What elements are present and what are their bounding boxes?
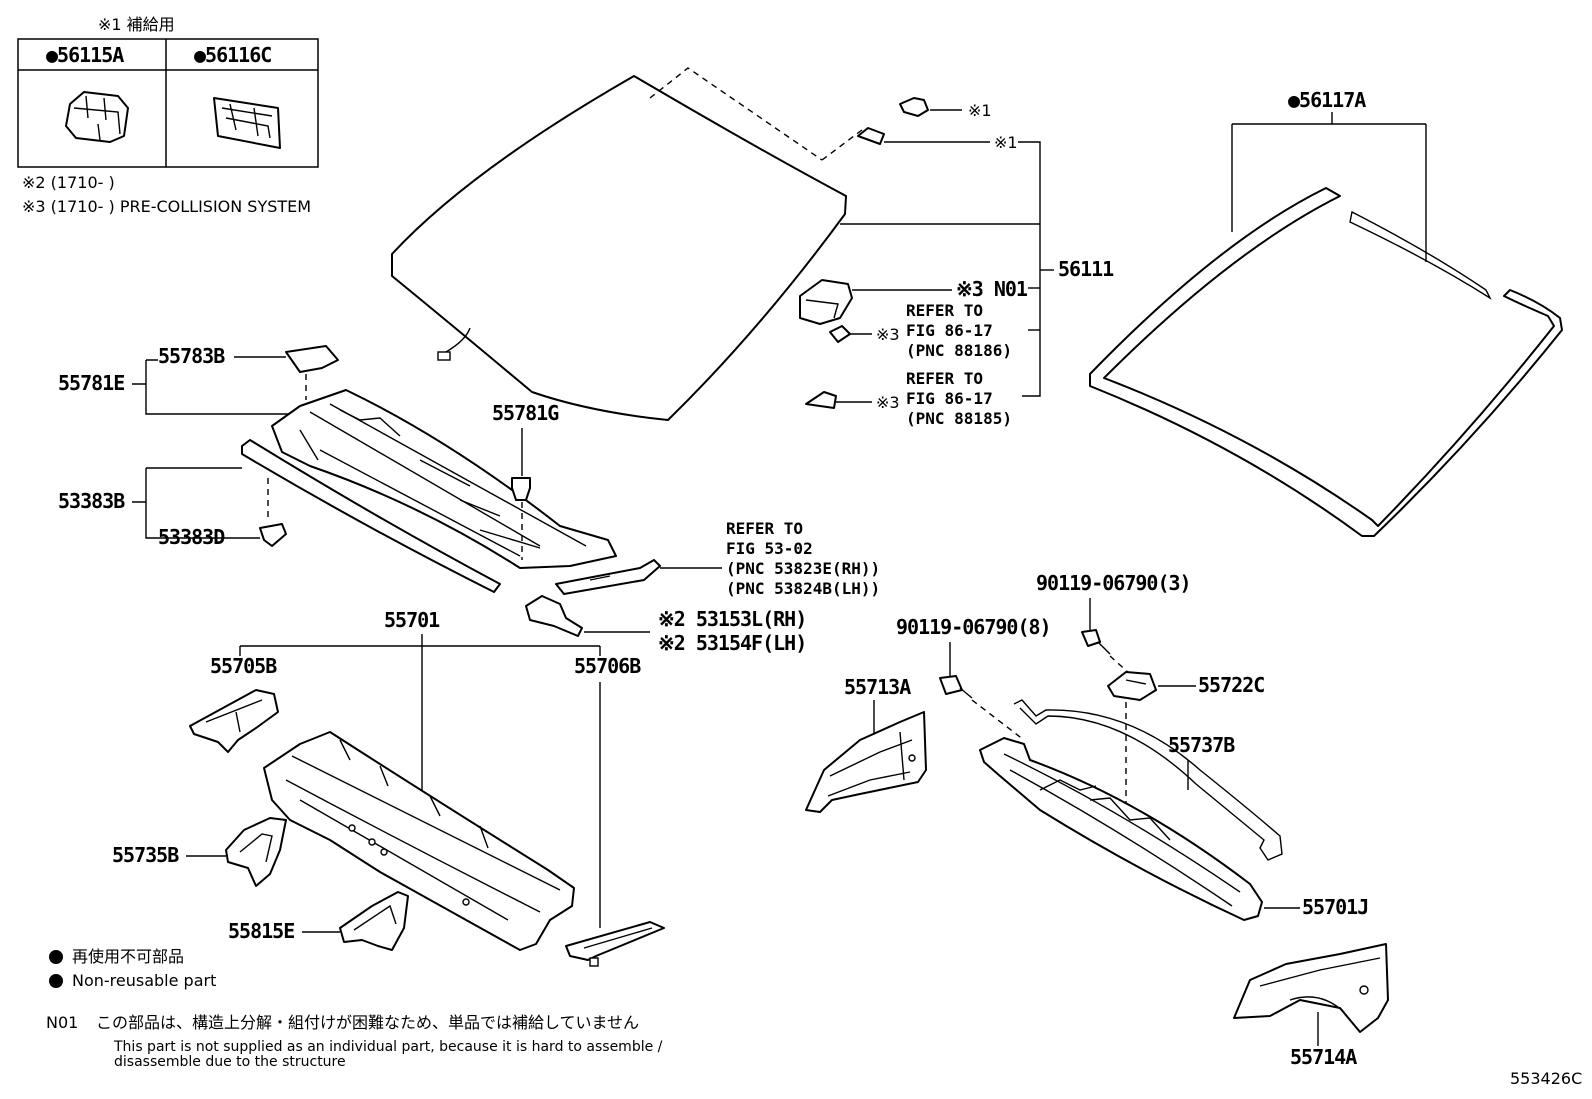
seal-ref-53-02 — [555, 559, 661, 595]
seal-53383B — [241, 439, 501, 593]
legend-en: Non-reusable part — [72, 971, 216, 990]
date-note-2: ※2 (1710- ) — [22, 173, 115, 192]
clip-56116C-illustration — [213, 97, 281, 149]
note-s3-b: ※3 — [876, 393, 900, 412]
cowl-top-ventilator — [271, 389, 617, 569]
date-note-3: ※3 (1710- ) PRE-COLLISION SYSTEM — [22, 197, 311, 216]
seal-55737B — [1013, 699, 1283, 861]
part-55815E-label[interactable]: 55815E — [228, 919, 295, 943]
footnote-en-2: disassemble due to the structure — [114, 1054, 346, 1070]
ref-1-line1: REFER TO — [906, 301, 983, 320]
cowl-side-panel-55701J — [979, 737, 1263, 921]
cover-small — [805, 391, 837, 409]
cowl-cover-55783B — [285, 345, 339, 373]
ref-2-line3: (PNC 88185) — [906, 409, 1012, 428]
part-55737B-label[interactable]: 55737B — [1168, 733, 1236, 757]
cowl-panel-55701 — [263, 731, 575, 951]
part-56117A-label[interactable]: ●56117A — [1288, 88, 1367, 112]
bolt-90119-8 — [939, 675, 973, 699]
reinforcement-55815E — [339, 891, 409, 951]
clip-53383D — [259, 523, 287, 547]
part-55713A-label[interactable]: 55713A — [844, 675, 912, 699]
ref-3-line4: (PNC 53824B(LH)) — [726, 579, 880, 598]
ref-3-line3: (PNC 53823E(RH)) — [726, 559, 880, 578]
part-55735B-label[interactable]: 55735B — [112, 843, 180, 867]
bracket-clip-2 — [857, 127, 885, 145]
legend-dot-2 — [49, 974, 63, 988]
part-53383D-label[interactable]: 53383D — [158, 525, 226, 549]
ref-3-line1: REFER TO — [726, 519, 803, 538]
ref-3-line2: FIG 53-02 — [726, 539, 813, 558]
windshield-glass — [391, 67, 863, 421]
part-55706B-label[interactable]: 55706B — [574, 654, 642, 678]
ref-2-line1: REFER TO — [906, 369, 983, 388]
reinforcement-55735B — [225, 817, 287, 887]
part-55701-label[interactable]: 55701 — [384, 608, 441, 632]
footnote-en-1: This part is not supplied as an individu… — [113, 1039, 663, 1055]
part-56116C-label[interactable]: ●56116C — [194, 43, 272, 67]
part-53383B-label[interactable]: 53383B — [58, 489, 126, 513]
figure-id: 553426C — [1510, 1069, 1582, 1088]
part-N01-label[interactable]: ※3 N01 — [956, 277, 1029, 301]
note-s1-a: ※1 — [968, 101, 992, 120]
bracket-55722C — [1107, 671, 1157, 701]
bracket-55705B — [189, 689, 279, 753]
clip-55781G — [511, 477, 531, 501]
ref-2-line2: FIG 86-17 — [906, 389, 993, 408]
part-56115A-label[interactable]: ●56115A — [46, 43, 125, 67]
part-55714A-label[interactable]: 55714A — [1290, 1045, 1358, 1069]
part-55705B-label[interactable]: 55705B — [210, 654, 278, 678]
part-55783B-label[interactable]: 55783B — [158, 344, 226, 368]
windshield-molding — [1089, 187, 1563, 537]
part-53154F-label[interactable]: ※2 53154F(LH) — [658, 631, 807, 655]
footnote-jp: この部品は、構造上分解・組付けが困難なため、単品では補給していません — [96, 1013, 639, 1032]
part-56111-label[interactable]: 56111 — [1058, 257, 1115, 281]
part-55781E-label[interactable]: 55781E — [58, 371, 125, 395]
bracket-55706B — [565, 921, 665, 967]
sensor-small — [829, 325, 851, 343]
ref-1-line2: FIG 86-17 — [906, 321, 993, 340]
footnote-code: N01 — [46, 1013, 78, 1032]
clip-56115A-illustration — [65, 91, 129, 143]
note-s1-b: ※1 — [994, 133, 1018, 152]
part-55701J-label[interactable]: 55701J — [1302, 895, 1369, 919]
camera-module-n01 — [799, 279, 853, 325]
bracket-clip-1 — [899, 97, 929, 117]
supply-box — [17, 38, 319, 168]
part-53153L-label[interactable]: ※2 53153L(RH) — [658, 607, 807, 631]
part-55722C-label[interactable]: 55722C — [1198, 673, 1265, 697]
side-panel-55713A — [805, 711, 927, 813]
bolt-90119-3 — [1081, 629, 1111, 655]
part-bolt-3-label[interactable]: 90119-06790(3) — [1036, 571, 1192, 595]
note-s3-a: ※3 — [876, 325, 900, 344]
part-55781G-label[interactable]: 55781G — [492, 401, 560, 425]
ref-1-line3: (PNC 88186) — [906, 341, 1012, 360]
legend-jp: 再使用不可部品 — [72, 947, 184, 966]
bracket-53153L — [525, 595, 583, 637]
side-panel-55714A — [1233, 943, 1389, 1033]
legend-dot-1 — [49, 950, 63, 964]
part-bolt-8-label[interactable]: 90119-06790(8) — [896, 615, 1052, 639]
supply-note: ※1 補給用 — [98, 15, 175, 34]
